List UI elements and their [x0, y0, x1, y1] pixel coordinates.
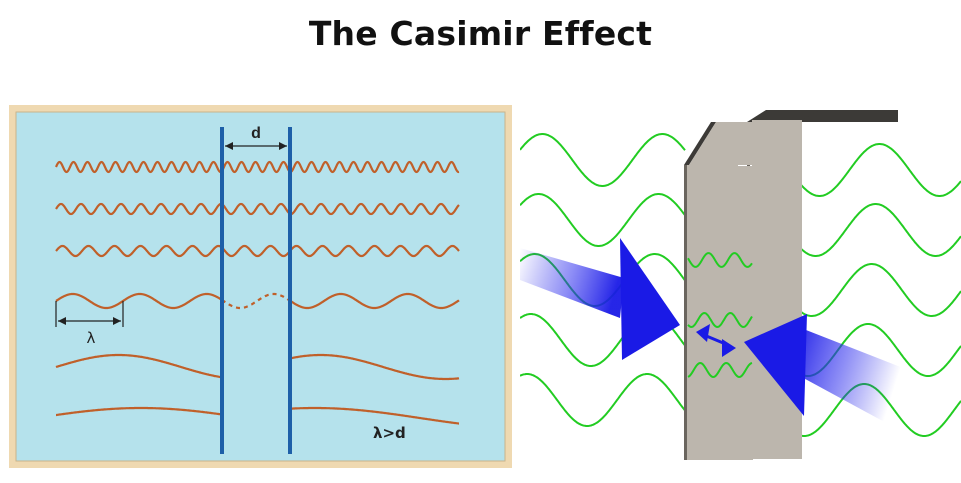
vacuum-wave-left-1 — [520, 133, 686, 187]
casimir-plates-svg — [520, 110, 961, 460]
outer-waves — [54, 160, 460, 425]
separation-label: d — [251, 125, 261, 142]
vacuum-wave-gap-1 — [687, 252, 753, 268]
inner-double-arrow — [696, 324, 736, 357]
vacuum-wave-gap-3 — [687, 361, 753, 379]
wave-mode-6-left — [56, 406, 223, 417]
front-plate — [684, 122, 753, 460]
wave-mode-5-right — [289, 353, 460, 381]
vacuum-wave-left-5 — [520, 373, 686, 427]
wave-mode-1 — [54, 160, 460, 174]
wave-mode-5-left — [55, 353, 223, 379]
wave-mode-4-right — [289, 292, 460, 310]
condition-label: λ>d — [373, 424, 406, 442]
wave-mode-3 — [55, 244, 460, 258]
pressure-arrow-left — [520, 238, 680, 360]
pressure-arrow-right — [744, 314, 903, 432]
standing-waves-svg: d λ λ>d — [15, 111, 506, 462]
vacuum-wave-left-2 — [520, 193, 686, 247]
standing-waves-diagram: d λ λ>d — [9, 105, 512, 468]
wave-mode-2 — [55, 202, 460, 216]
casimir-plates-diagram — [520, 110, 961, 470]
wave-mode-6-right — [290, 406, 459, 425]
wavelength-dimension: λ — [55, 301, 124, 347]
vacuum-waves-between — [687, 252, 753, 379]
separation-dimension: d — [225, 125, 287, 150]
vacuum-wave-gap-2 — [687, 311, 753, 329]
wave-mode-4-left — [55, 292, 223, 310]
wavelength-label: λ — [87, 329, 96, 347]
page-title: The Casimir Effect — [308, 14, 653, 53]
